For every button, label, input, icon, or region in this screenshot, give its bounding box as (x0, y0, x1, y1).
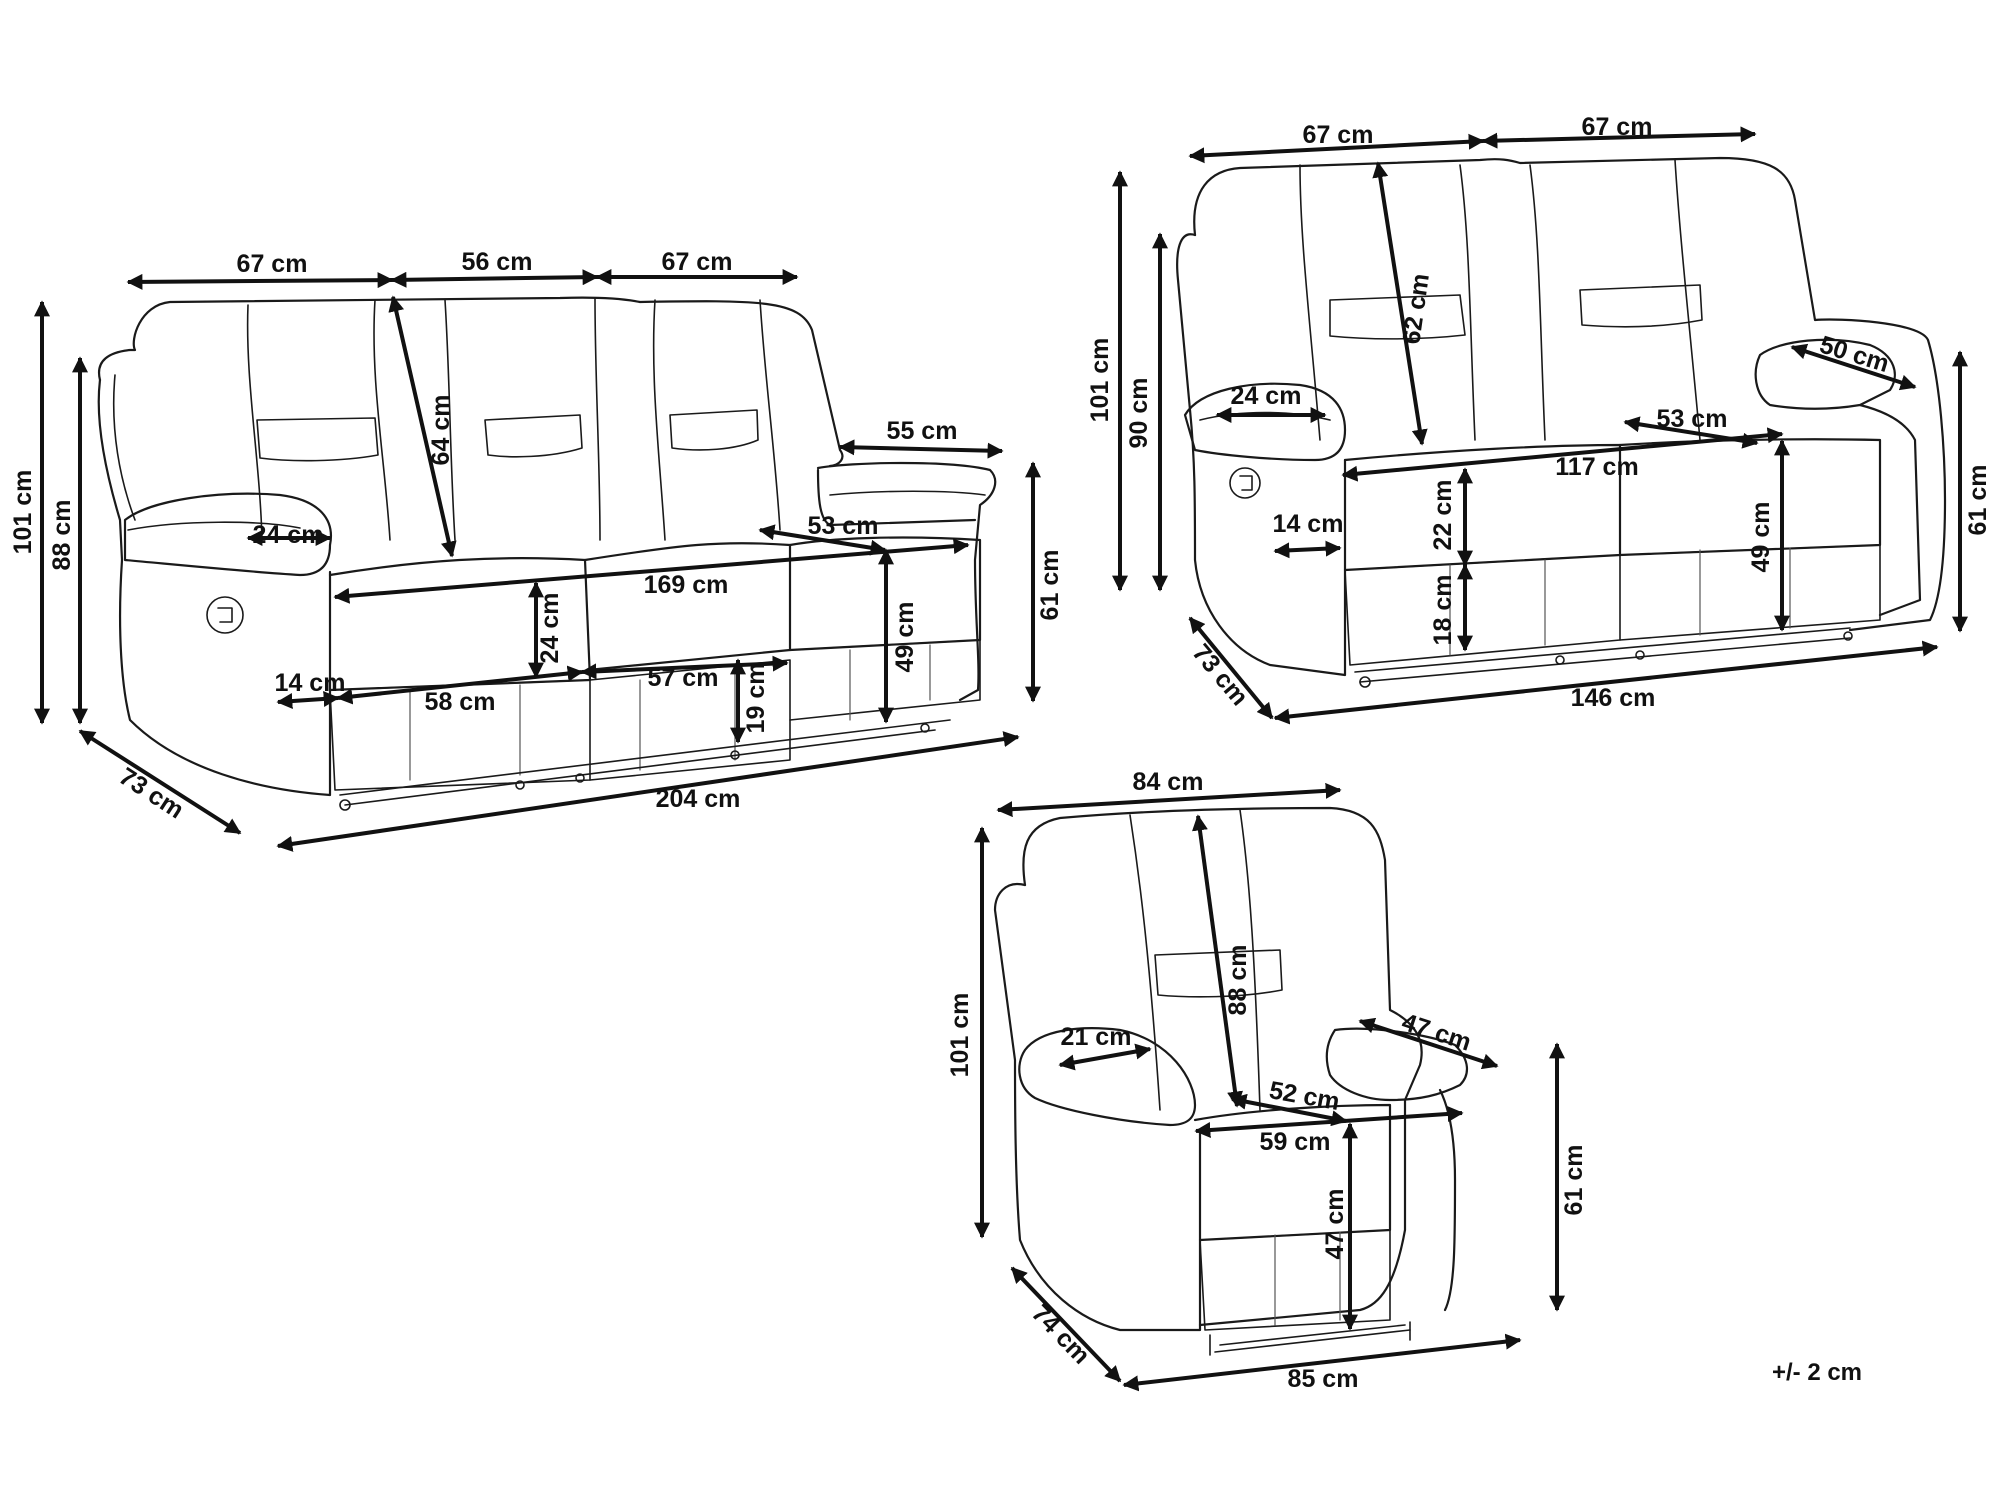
label-sofa3-height-back: 88 cm (48, 500, 76, 571)
label-armchair-seat-height: 47 cm (1321, 1189, 1349, 1260)
label-sofa2-seat-width-total: 117 cm (1555, 453, 1638, 481)
label-armchair-depth: 74 cm (1026, 1299, 1095, 1369)
label-sofa3-cushion-thickness: 24 cm (536, 593, 564, 664)
label-sofa2-armrest-depth: 50 cm (1816, 331, 1892, 379)
dimension-labels: 67 cm 56 cm 67 cm 101 cm 88 cm 64 cm 24 … (9, 113, 1992, 1393)
label-armchair-backrest-height: 88 cm (1224, 945, 1252, 1016)
label-sofa2-seat-width-2: 67 cm (1582, 113, 1653, 141)
label-sofa2-arm-gap: 14 cm (1273, 510, 1344, 538)
label-sofa3-seat-width-3: 67 cm (662, 248, 733, 276)
label-sofa2-height-total: 101 cm (1086, 338, 1114, 423)
label-armchair-armrest-depth: 47 cm (1398, 1008, 1474, 1057)
label-sofa3-cushion-1-width: 58 cm (425, 688, 496, 716)
label-sofa2-armrest-width: 24 cm (1231, 382, 1302, 410)
label-sofa2-seat-height: 49 cm (1747, 502, 1775, 573)
sofa-2-seater-illustration (1176, 156, 1947, 688)
label-sofa2-backrest-height: 62 cm (1397, 272, 1435, 346)
label-sofa3-seat-width-total: 169 cm (644, 571, 729, 599)
label-sofa2-seat-depth: 53 cm (1657, 405, 1728, 433)
label-sofa2-arm-height: 61 cm (1964, 465, 1992, 536)
label-sofa2-width-total: 146 cm (1571, 684, 1656, 712)
label-armchair-width-top: 84 cm (1133, 768, 1204, 796)
label-armchair-seat-width: 59 cm (1260, 1128, 1331, 1156)
tolerance-note: +/- 2 cm (1772, 1359, 1862, 1386)
label-sofa3-height-total: 101 cm (9, 470, 37, 555)
label-sofa2-height-back: 90 cm (1125, 378, 1153, 449)
label-sofa3-depth: 73 cm (114, 762, 189, 824)
label-sofa3-seat-height: 49 cm (891, 602, 919, 673)
armchair-illustration (993, 806, 1468, 1356)
label-armchair-armrest-width: 21 cm (1061, 1023, 1132, 1051)
label-sofa3-backrest-height: 64 cm (427, 395, 455, 466)
label-sofa3-cushion-2-width: 57 cm (648, 664, 719, 692)
label-sofa3-footrest-height: 19 cm (742, 663, 770, 734)
label-sofa2-seat-width-1: 67 cm (1303, 121, 1374, 149)
label-sofa3-seat-width-1: 67 cm (237, 250, 308, 278)
label-armchair-arm-height: 61 cm (1560, 1145, 1588, 1216)
label-sofa3-seat-depth: 53 cm (808, 512, 879, 540)
label-sofa3-armrest-depth: 55 cm (887, 417, 958, 445)
label-sofa2-cushion-thickness: 22 cm (1429, 480, 1457, 551)
label-sofa3-seat-width-2: 56 cm (462, 248, 533, 276)
label-armchair-width-total: 85 cm (1288, 1365, 1359, 1393)
label-sofa3-arm-gap: 14 cm (275, 669, 346, 697)
label-sofa3-arm-height: 61 cm (1036, 550, 1064, 621)
label-sofa3-armrest-width: 24 cm (253, 521, 324, 549)
label-sofa3-width-total: 204 cm (656, 785, 741, 813)
label-sofa2-footrest-height: 18 cm (1429, 575, 1457, 646)
label-armchair-height-total: 101 cm (946, 993, 974, 1078)
dimension-lines (34, 126, 1968, 1392)
